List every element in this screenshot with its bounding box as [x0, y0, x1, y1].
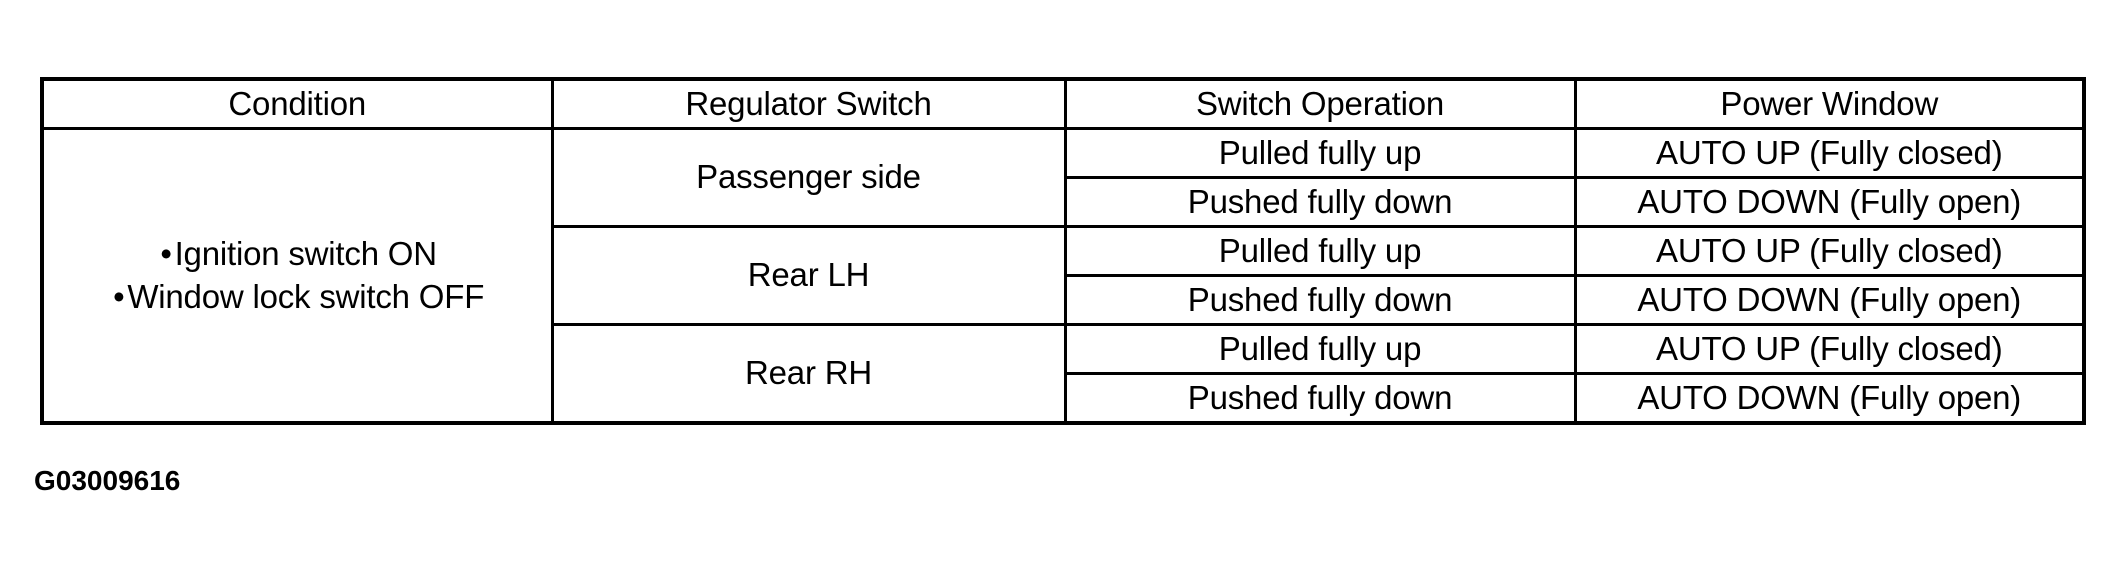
power-window-cell: AUTO DOWN (Fully open) — [1573, 274, 2086, 326]
regulator-switch-cell-rear-lh: Rear LH — [550, 225, 1067, 326]
switch-operation-cell: Pulled fully up — [1063, 127, 1577, 179]
figure-caption: G03009616 — [34, 465, 181, 496]
table-row: Rear RH Pulled fully up AUTO UP (Fully c… — [42, 323, 2086, 425]
regulator-switch-cell-passenger-side: Passenger side — [550, 127, 1067, 228]
power-window-cell: AUTO DOWN (Fully open) — [1573, 372, 2086, 425]
power-window-auto-operation-table: Condition Regulator Switch Switch Operat… — [40, 77, 2086, 425]
table-row: Rear LH Pulled fully up AUTO UP (Fully c… — [42, 225, 2086, 326]
column-header-condition: Condition — [40, 77, 554, 130]
column-header-power-window: Power Window — [1573, 77, 2086, 130]
condition-bullet-line-1: •Ignition switch ON — [54, 233, 541, 276]
table-row: Pushed fully down AUTO DOWN (Fully open) — [42, 274, 2086, 326]
condition-bullet-line-2: •Window lock switch OFF — [54, 276, 541, 319]
switch-operation-cell: Pushed fully down — [1063, 372, 1577, 425]
switch-operation-cell: Pulled fully up — [1063, 323, 1577, 375]
table-row: Pushed fully down AUTO DOWN (Fully open) — [42, 372, 2086, 425]
table-body: •Ignition switch ON •Window lock switch … — [40, 127, 2086, 425]
table-header-row: Condition Regulator Switch Switch Operat… — [40, 77, 2086, 130]
table-header: Condition Regulator Switch Switch Operat… — [40, 77, 2086, 130]
condition-cell: •Ignition switch ON •Window lock switch … — [40, 127, 554, 425]
bullet-dot-icon: • — [160, 234, 172, 272]
regulator-switch-cell-rear-rh: Rear RH — [550, 323, 1067, 425]
power-window-cell: AUTO UP (Fully closed) — [1573, 323, 2086, 375]
table-row: Pushed fully down AUTO DOWN (Fully open) — [42, 176, 2086, 228]
switch-operation-cell: Pulled fully up — [1063, 225, 1577, 277]
column-header-regulator-switch: Regulator Switch — [550, 77, 1067, 130]
switch-operation-cell: Pushed fully down — [1063, 274, 1577, 326]
condition-line-2-text: Window lock switch OFF — [127, 277, 485, 315]
switch-operation-cell: Pushed fully down — [1063, 176, 1577, 228]
power-window-cell: AUTO DOWN (Fully open) — [1573, 176, 2086, 228]
table-row: •Ignition switch ON •Window lock switch … — [40, 127, 2086, 425]
bullet-dot-icon: • — [113, 277, 125, 315]
power-window-cell: AUTO UP (Fully closed) — [1573, 225, 2086, 277]
condition-line-1-text: Ignition switch ON — [174, 234, 438, 272]
column-header-switch-operation: Switch Operation — [1063, 77, 1577, 130]
power-window-cell: AUTO UP (Fully closed) — [1573, 127, 2086, 179]
